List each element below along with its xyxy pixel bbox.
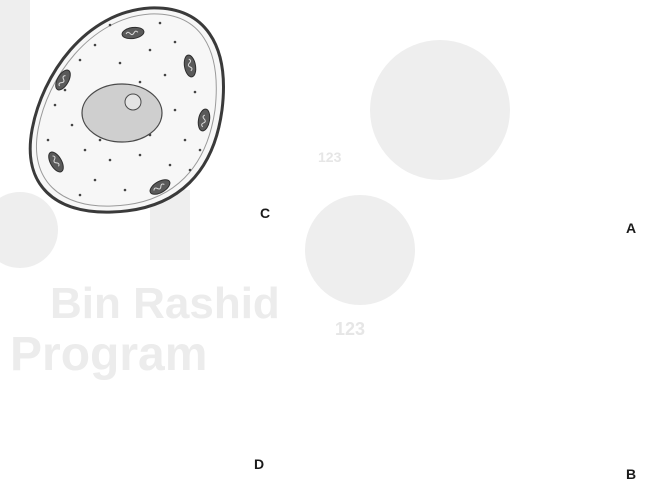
label-a: A: [626, 220, 636, 236]
cell-c: [30, 8, 223, 212]
label-c: C: [260, 205, 270, 221]
label-b: B: [626, 466, 636, 482]
cell-c-nucleus: [82, 84, 162, 142]
label-d: D: [254, 456, 264, 472]
cell-c-nucleolus: [125, 94, 141, 110]
